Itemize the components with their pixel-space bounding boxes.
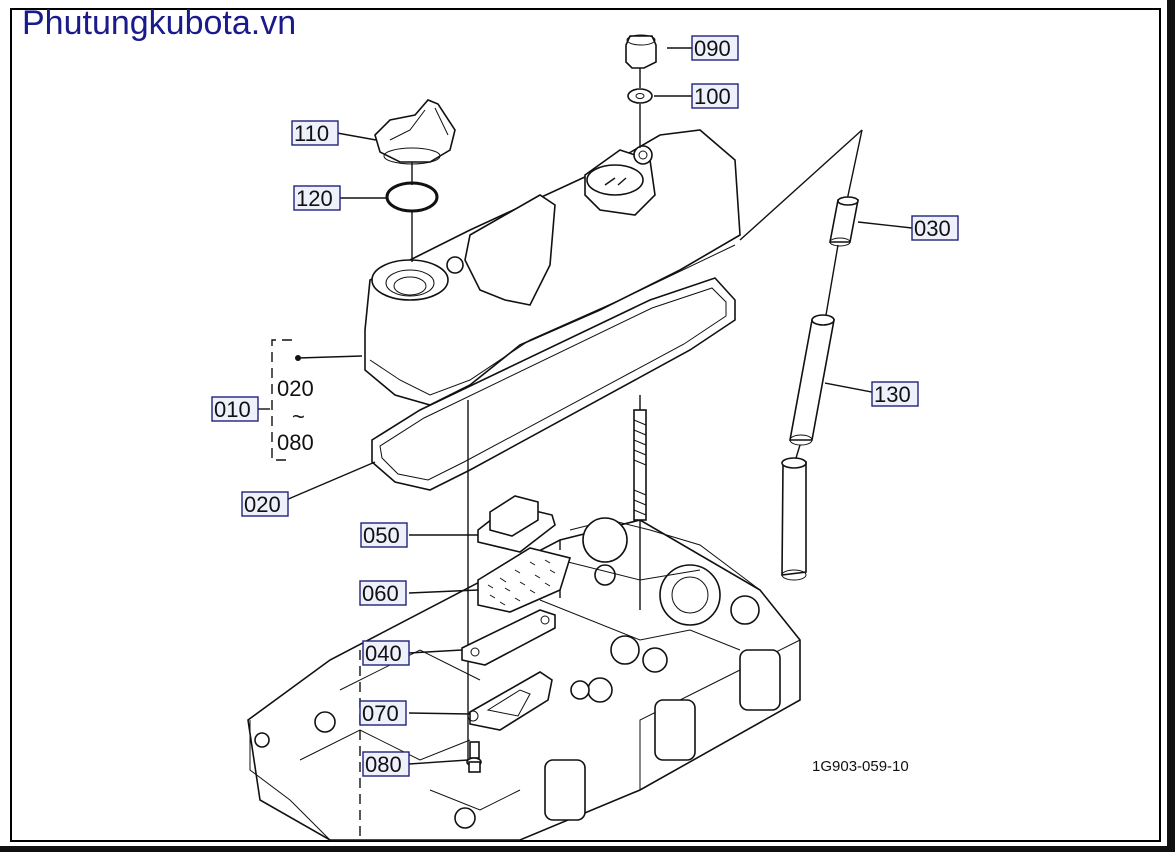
site-watermark: Phutungkubota.vn <box>22 4 297 42</box>
callout-070[interactable]: 070 <box>359 700 407 726</box>
callout-080-text: 080 <box>365 752 402 777</box>
breather-pipe-drawing <box>739 129 863 316</box>
cover-gasket-drawing <box>371 277 736 491</box>
callout-110[interactable]: 110 <box>291 120 339 146</box>
oil-filler-cap-drawing <box>374 99 456 185</box>
callout-090[interactable]: 090 <box>691 35 739 61</box>
washer-drawing <box>627 88 653 148</box>
o-ring-drawing <box>385 181 439 262</box>
frame-shadow-right <box>1167 0 1175 852</box>
callout-020[interactable]: 020 <box>241 491 289 517</box>
stud-drawing <box>633 395 647 610</box>
callout-060-text: 060 <box>362 581 399 606</box>
callout-030-text: 030 <box>914 216 951 241</box>
frame-shadow-bottom <box>0 846 1175 852</box>
callout-100[interactable]: 100 <box>691 83 739 109</box>
group-range-end: 080 <box>277 430 314 455</box>
callout-120-text: 120 <box>296 186 333 211</box>
group-range-start: 020 <box>277 376 314 401</box>
group-range-tilde: ~ <box>292 404 305 429</box>
callout-120[interactable]: 120 <box>293 185 341 211</box>
callout-130-text: 130 <box>874 382 911 407</box>
callout-050-text: 050 <box>363 523 400 548</box>
callout-130[interactable]: 130 <box>871 381 919 407</box>
rocker-cover-drawing <box>364 129 741 406</box>
breather-assembly-drawing <box>461 400 572 773</box>
callout-090-text: 090 <box>694 36 731 61</box>
callout-060[interactable]: 060 <box>359 580 407 606</box>
breather-hose-drawing <box>781 314 835 581</box>
callout-100-text: 100 <box>694 84 731 109</box>
callout-030[interactable]: 030 <box>911 215 959 241</box>
callout-110-text: 110 <box>294 121 329 146</box>
callout-050[interactable]: 050 <box>360 522 408 548</box>
callout-080[interactable]: 080 <box>362 751 410 777</box>
cap-nut-drawing <box>625 34 657 88</box>
callout-040-text: 040 <box>365 641 402 666</box>
callout-070-text: 070 <box>362 701 399 726</box>
callout-010[interactable]: 010 <box>211 396 259 422</box>
leader-lines <box>258 47 913 765</box>
callout-010-text: 010 <box>214 397 251 422</box>
callout-020-text: 020 <box>244 492 281 517</box>
callout-040[interactable]: 040 <box>362 640 410 666</box>
diagram-code: 1G903-059-10 <box>812 758 909 775</box>
